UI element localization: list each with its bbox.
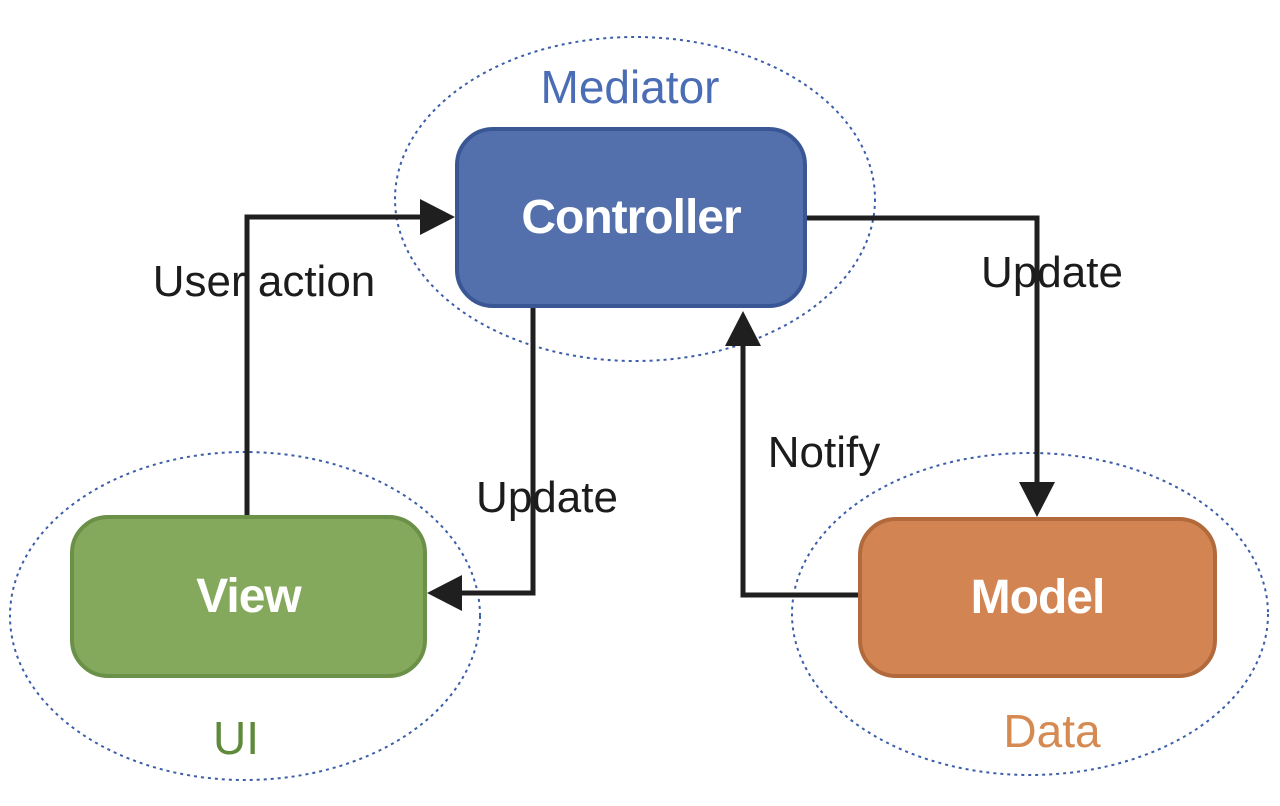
mediator-group-label: Mediator — [540, 61, 720, 113]
edge-user-action-line — [244, 214, 424, 515]
model-node: Model — [858, 517, 1217, 678]
edge-notify-line — [740, 342, 858, 598]
controller-node-label: Controller — [521, 191, 741, 244]
edge-update-model-label: Update — [981, 248, 1123, 297]
edge-update-view-arrowhead — [427, 575, 462, 611]
edge-update-model-line — [807, 215, 1040, 487]
model-node-label: Model — [970, 571, 1106, 624]
ui-group-label: UI — [213, 712, 259, 764]
edge-update-view-line — [458, 308, 536, 596]
data-group-ellipse — [791, 452, 1269, 776]
edge-user-action-label: User action — [152, 257, 376, 306]
view-node-label: View — [196, 570, 302, 623]
mediator-group-ellipse — [394, 36, 876, 362]
edge-update-model-arrowhead — [1019, 482, 1055, 517]
edge-notify-label: Notify — [767, 428, 881, 477]
data-group-label: Data — [1003, 705, 1101, 757]
controller-node: Controller — [455, 127, 807, 308]
edge-notify-arrowhead — [725, 311, 761, 346]
edge-update-view-label: Update — [476, 473, 618, 522]
edge-user-action-arrowhead — [420, 199, 455, 235]
view-node: View — [70, 515, 427, 678]
